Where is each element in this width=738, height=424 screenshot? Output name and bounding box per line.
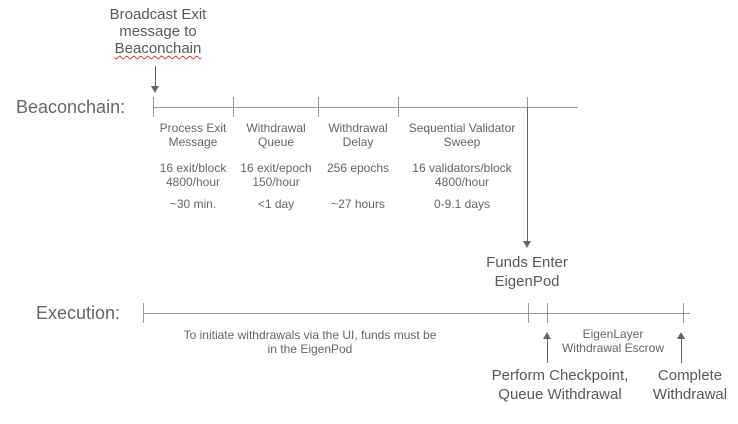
funds-enter-eigenpod-label: Funds Enter EigenPod <box>486 254 568 290</box>
broadcast-exit-line3: Beaconchain <box>114 40 202 57</box>
funds-arrow-down-icon <box>523 241 531 248</box>
beaconchain-timeline <box>153 107 578 108</box>
execution-timeline <box>143 313 690 314</box>
beaconchain-tick-2 <box>233 97 234 117</box>
execution-row-label: Execution: <box>36 303 121 323</box>
segment-duration: 0-9.1 days <box>433 197 491 211</box>
segment-title: Sequential Validator Sweep <box>408 121 516 149</box>
segment-duration: <1 day <box>257 197 295 211</box>
checkpoint-arrow-up-icon <box>543 332 551 339</box>
segment-rate: 16 exit/block 4800/hour <box>159 161 227 189</box>
segment-duration: ~27 hours <box>331 197 385 211</box>
segment-title: Withdrawal Queue <box>246 121 306 149</box>
beaconchain-tick-1 <box>153 97 154 117</box>
complete-arrow-shaft <box>681 338 682 363</box>
execution-tick-1 <box>143 303 144 323</box>
beaconchain-tick-4 <box>398 97 399 117</box>
eigenpod-note: To initiate withdrawals via the UI, fund… <box>183 328 437 356</box>
segment-title: Process Exit Message <box>159 121 227 149</box>
segment-rate: 256 epochs <box>326 161 390 175</box>
broadcast-exit-line2: message to <box>119 23 197 40</box>
segment-duration: ~30 min. <box>169 197 217 211</box>
checkpoint-arrow-shaft <box>547 338 548 363</box>
segment-rate: 16 exit/epoch 150/hour <box>240 161 312 189</box>
beaconchain-tick-3 <box>318 97 319 117</box>
beaconchain-tick-5 <box>527 97 528 107</box>
eigenlayer-escrow-label: EigenLayer Withdrawal Escrow <box>561 327 665 355</box>
timeline-segment-validator-sweep: Sequential Validator Sweep 16 validators… <box>397 121 527 211</box>
complete-withdrawal-label: Complete Withdrawal <box>652 367 728 403</box>
perform-checkpoint-label: Perform Checkpoint, Queue Withdrawal <box>491 367 629 403</box>
segment-title: Withdrawal Delay <box>328 121 388 149</box>
broadcast-arrow-down-icon <box>151 86 159 93</box>
broadcast-arrow-shaft <box>155 66 156 87</box>
execution-tick-3 <box>547 303 548 323</box>
funds-arrow-shaft <box>527 107 528 242</box>
segment-rate: 16 validators/block 4800/hour <box>412 161 512 189</box>
timeline-segment-withdrawal-delay: Withdrawal Delay 256 epochs ~27 hours <box>298 121 418 211</box>
beaconchain-row-label: Beaconchain: <box>16 97 126 117</box>
execution-tick-2 <box>528 303 529 323</box>
timeline-segment-withdrawal-queue: Withdrawal Queue 16 exit/epoch 150/hour … <box>216 121 336 211</box>
execution-tick-4 <box>683 303 684 323</box>
timeline-segment-process-exit: Process Exit Message 16 exit/block 4800/… <box>133 121 253 211</box>
broadcast-exit-line1: Broadcast Exit <box>109 6 207 23</box>
complete-arrow-up-icon <box>677 332 685 339</box>
broadcast-exit-annotation: Broadcast Exit message to Beaconchain <box>93 6 223 57</box>
